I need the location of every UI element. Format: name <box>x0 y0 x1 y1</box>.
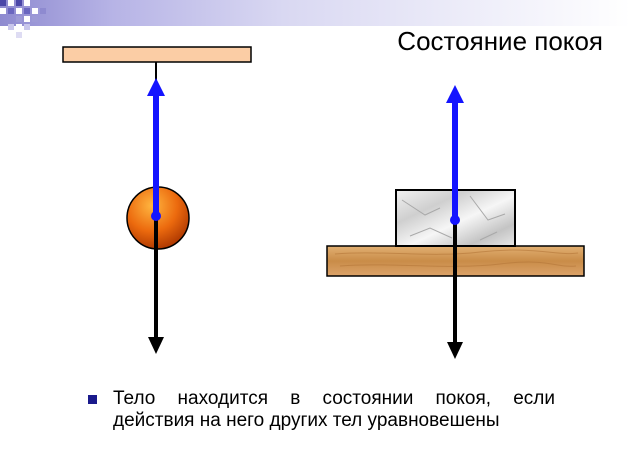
bullet-square-icon <box>88 395 97 404</box>
header-gradient-bar <box>0 0 631 26</box>
ball-on-thread-diagram <box>62 46 252 354</box>
weight-force-arrowhead <box>447 342 463 359</box>
marble-veins <box>401 195 506 241</box>
bullet-text: Тело находится в состоянии покоя, если д… <box>113 388 555 431</box>
support-force-arrowhead <box>446 85 464 103</box>
wood-grain <box>334 249 579 267</box>
application-point <box>151 211 161 221</box>
tension-force-arrowhead <box>147 78 165 96</box>
ceiling-beam <box>62 46 252 63</box>
application-point <box>450 215 460 225</box>
block-on-table-diagram <box>326 85 585 359</box>
bullet-point: Тело находится в состоянии покоя, если д… <box>80 388 555 432</box>
slide-title: Состояние покоя <box>397 26 603 56</box>
corner-squares-decoration <box>0 0 46 38</box>
gravity-force-arrowhead <box>148 337 164 354</box>
